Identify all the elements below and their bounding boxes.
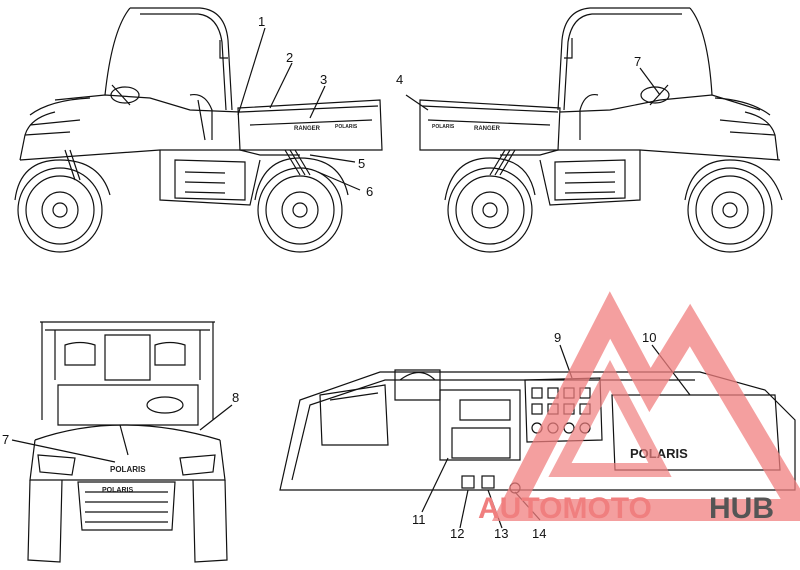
side-view-right-decals: POLARIS RANGER: [432, 124, 501, 132]
callout-12: 12: [450, 526, 464, 541]
brand-decal-hood: POLARIS: [110, 465, 146, 474]
callout-13: 13: [494, 526, 508, 541]
callout-8: 8: [232, 390, 239, 405]
model-decal-left: RANGER: [294, 126, 321, 132]
watermark-text-gray: HUB: [709, 492, 774, 525]
side-view-left-decals: RANGER POLARIS: [294, 124, 358, 132]
brand-decal-grille: POLARIS: [102, 487, 133, 494]
callout-7-front: 7: [2, 432, 9, 447]
watermark-logo: [491, 291, 800, 521]
side-view-right: [405, 7, 783, 253]
side-view-left: [14, 7, 383, 253]
callout-11: 11: [412, 512, 426, 527]
callout-7-top: 7: [634, 54, 641, 69]
callout-5: 5: [358, 156, 365, 171]
brand-decal-left: POLARIS: [335, 124, 358, 130]
callout-6: 6: [366, 184, 373, 199]
front-view-decals: POLARIS POLARIS: [102, 465, 146, 494]
callout-2: 2: [286, 50, 293, 65]
callout-1: 1: [258, 14, 265, 29]
callout-numbers: 1 2 3 4 5 6 7 7 8 9 10 11 12 13 14: [2, 14, 656, 541]
callout-14: 14: [532, 526, 546, 541]
brand-decal-right: POLARIS: [432, 124, 455, 130]
callout-10: 10: [642, 330, 656, 345]
callout-4: 4: [396, 72, 403, 87]
watermark-text-red: AUTOMOTO: [478, 492, 652, 525]
front-view: [11, 321, 233, 563]
callout-9: 9: [554, 330, 561, 345]
model-decal-right: RANGER: [474, 126, 501, 132]
callout-3: 3: [320, 72, 327, 87]
